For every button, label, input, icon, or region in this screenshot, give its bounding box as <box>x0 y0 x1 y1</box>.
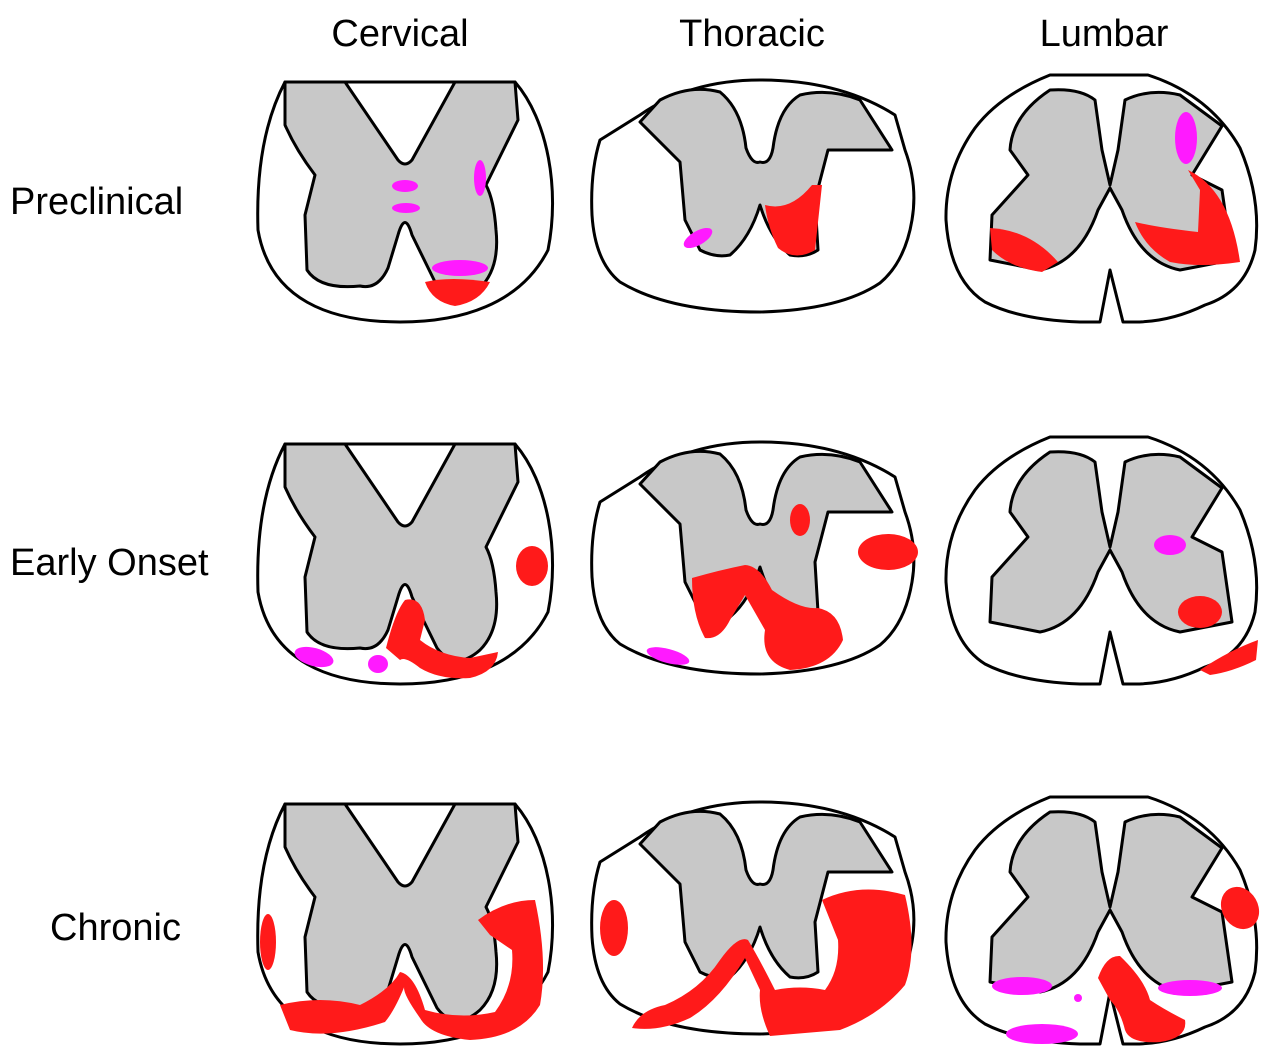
column-header-cervical: Cervical <box>331 13 468 55</box>
section-early-onset-lumbar <box>946 437 1258 684</box>
section-early-onset-cervical <box>258 444 553 684</box>
row-label-early-onset: Early Onset <box>10 542 209 584</box>
row-label-chronic: Chronic <box>50 907 181 949</box>
section-preclinical-cervical <box>258 82 553 322</box>
section-preclinical-lumbar <box>946 75 1257 322</box>
section-preclinical-thoracic <box>592 80 914 312</box>
column-header-thoracic: Thoracic <box>679 13 825 55</box>
column-header-lumbar: Lumbar <box>1040 13 1169 55</box>
section-chronic-thoracic <box>592 802 914 1036</box>
section-chronic-cervical <box>258 804 553 1044</box>
section-early-onset-thoracic <box>592 442 918 674</box>
lesion-magenta <box>1175 112 1197 164</box>
lesion-magenta <box>1154 535 1186 555</box>
row-label-preclinical: Preclinical <box>10 181 183 223</box>
section-chronic-lumbar <box>946 797 1267 1044</box>
